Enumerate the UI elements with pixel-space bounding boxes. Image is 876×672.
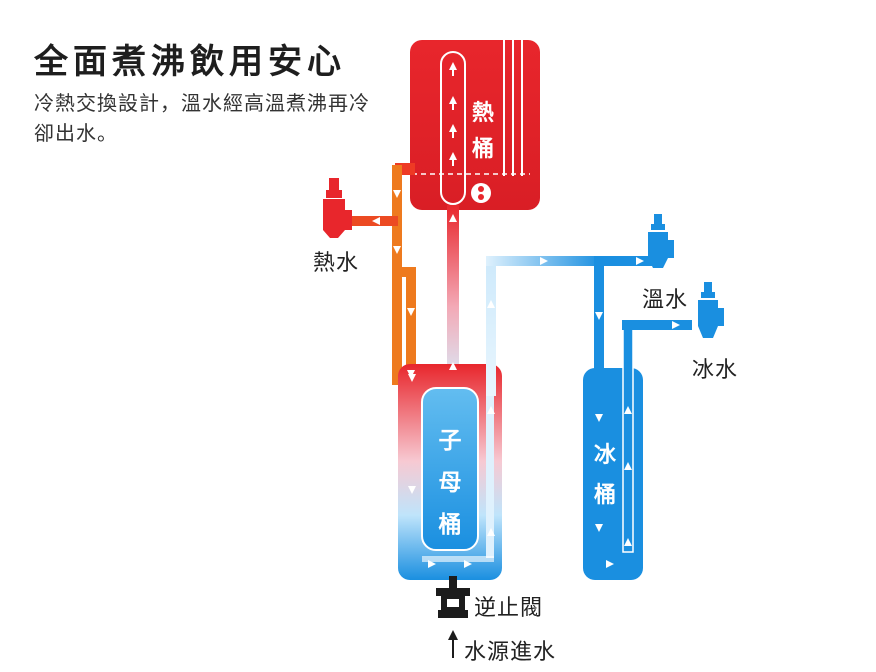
ice-water-label: 冰水 — [692, 358, 739, 383]
flow-arrows — [372, 62, 680, 568]
hot-tank — [403, 40, 540, 210]
page-subtitle: 冷熱交換設計，溫水經高溫煮沸再冷卻出水。 — [34, 91, 370, 145]
hot-water-faucet-icon — [323, 178, 352, 238]
water-inlet-arrow-icon — [448, 630, 458, 658]
mother-child-tank-label: 子 母 桶 — [438, 428, 462, 538]
page-title: 全面煮沸飲用安心 — [34, 42, 346, 82]
check-valve-label: 逆止閥 — [474, 596, 544, 621]
warm-water-faucet-icon — [648, 214, 674, 268]
water-source-label: 水源進水 — [464, 640, 557, 665]
check-valve-icon — [436, 576, 470, 618]
ice-water-faucet-icon — [698, 282, 724, 338]
mother-child-tank — [398, 364, 502, 580]
heater-icon — [471, 183, 491, 203]
ice-tank-label: 冰 桶 — [593, 443, 616, 508]
warm-water-label: 溫水 — [642, 288, 689, 313]
hot-water-pipe — [340, 163, 416, 385]
hot-water-label: 熱水 — [313, 251, 360, 276]
hot-tank-label: 熱 桶 — [471, 101, 494, 162]
hot-riser-pipe — [447, 205, 459, 390]
